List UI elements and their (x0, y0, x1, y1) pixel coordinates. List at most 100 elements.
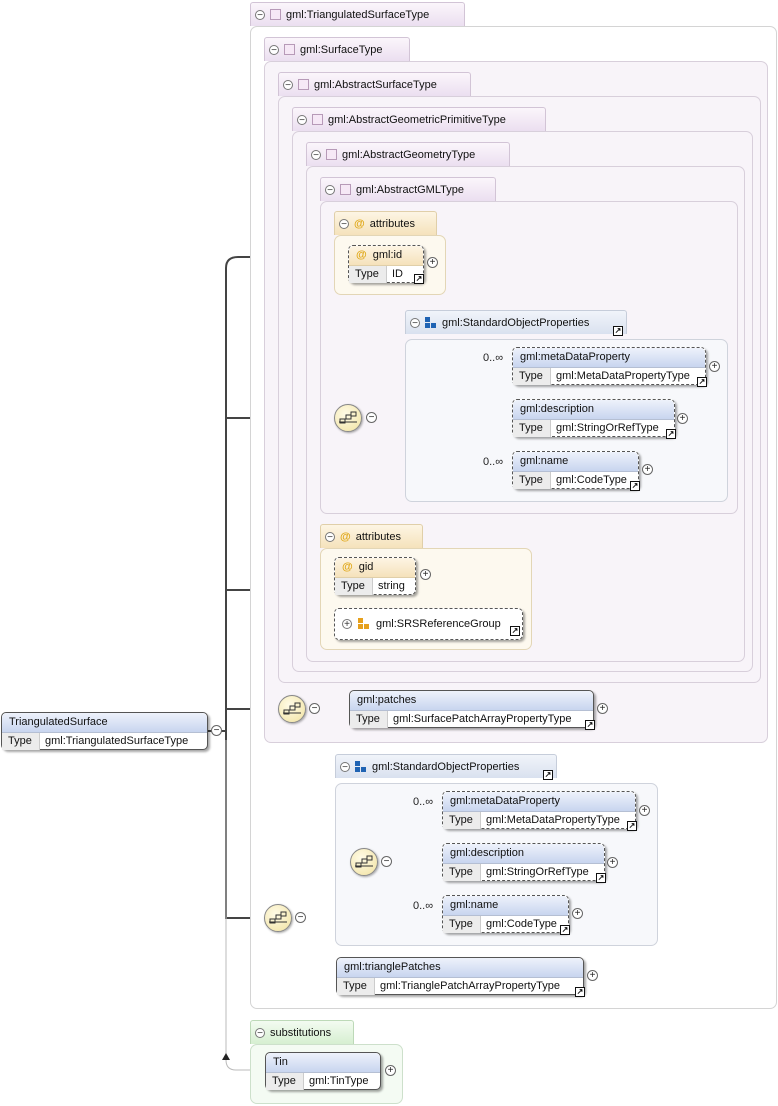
tab-attributes-2[interactable]: −@attributes (320, 524, 423, 548)
expand-icon[interactable]: + (385, 1065, 396, 1076)
type-label: gml:SurfaceType (300, 43, 383, 56)
tab-abstract-surface-type[interactable]: − gml:AbstractSurfaceType (278, 72, 471, 96)
tab-standard-object-properties-1[interactable]: − gml:StandardObjectProperties (405, 310, 627, 334)
type-label: gml:TriangulatedSurfaceType (286, 8, 430, 21)
collapse-icon[interactable]: − (340, 761, 350, 772)
collapse-icon[interactable]: − (311, 149, 321, 160)
element-type: gml:StringOrRefType (486, 866, 589, 878)
expand-icon[interactable]: + (587, 970, 598, 981)
collapse-icon[interactable]: − (309, 703, 320, 714)
collapse-icon[interactable]: − (325, 184, 335, 195)
reference-arrow-icon[interactable]: ↗ (414, 274, 424, 284)
collapse-icon[interactable]: − (366, 412, 377, 423)
group-icon (355, 760, 367, 773)
element-name: gml:metaDataProperty (443, 792, 635, 812)
attribute-name: gml:id (372, 249, 403, 261)
expand-icon[interactable]: + (639, 805, 650, 816)
occurrence-label: 0..∞ (483, 456, 504, 468)
reference-arrow-icon[interactable]: ↗ (510, 626, 520, 636)
tab-standard-object-properties-2[interactable]: − gml:StandardObjectProperties (335, 754, 557, 778)
reference-arrow-icon[interactable]: ↗ (630, 481, 640, 491)
group-name: gml:SRSReferenceGroup (376, 618, 501, 630)
expand-icon[interactable]: + (607, 857, 618, 868)
tab-triangulated-surface-type[interactable]: − gml:TriangulatedSurfaceType (250, 2, 465, 26)
expand-icon[interactable]: + (597, 703, 608, 714)
attributes-label: attributes (355, 530, 401, 543)
type-label: gml:AbstractGeometricPrimitiveType (328, 113, 506, 126)
element-name: Tin (266, 1053, 380, 1073)
sequence-icon[interactable] (264, 904, 292, 932)
occurrence-label: 0..∞ (483, 352, 504, 364)
element-type: gml:CodeType (486, 918, 557, 930)
element-name: gml:trianglePatches (337, 958, 583, 978)
sequence-icon[interactable] (350, 848, 378, 876)
type-label: gml:AbstractSurfaceType (314, 78, 437, 91)
element-name: TriangulatedSurface (2, 713, 207, 733)
substitutions-label: substitutions (270, 1026, 332, 1039)
tab-abstract-gml-type[interactable]: −gml:AbstractGMLType (320, 177, 496, 201)
attribute-name: gid (358, 561, 374, 573)
reference-arrow-icon[interactable]: ↗ (585, 720, 595, 730)
collapse-icon[interactable]: − (295, 912, 306, 923)
expand-icon[interactable]: + (427, 257, 438, 268)
reference-arrow-icon[interactable]: ↗ (543, 770, 553, 780)
tab-abstract-geometric-primitive-type[interactable]: − gml:AbstractGeometricPrimitiveType (292, 107, 546, 131)
collapse-icon[interactable]: − (381, 856, 392, 867)
tab-surface-type[interactable]: − gml:SurfaceType (264, 37, 410, 61)
collapse-icon[interactable]: − (283, 79, 293, 90)
expand-icon[interactable]: + (677, 413, 688, 424)
reference-arrow-icon[interactable]: ↗ (560, 925, 570, 935)
reference-arrow-icon[interactable]: ↗ (627, 821, 637, 831)
occurrence-label: 0..∞ (413, 900, 434, 912)
reference-arrow-icon[interactable]: ↗ (596, 873, 606, 883)
collapse-icon[interactable]: − (325, 531, 335, 542)
element-name: gml:description (513, 400, 674, 420)
tab-abstract-geometry-type[interactable]: −gml:AbstractGeometryType (306, 142, 510, 166)
element-triangle-patches[interactable]: gml:trianglePatches Type gml:TrianglePatc… (336, 957, 584, 995)
element-type: gml:CodeType (556, 474, 627, 486)
tab-substitutions[interactable]: −substitutions (250, 1020, 354, 1044)
collapse-icon[interactable]: − (211, 725, 222, 736)
expand-icon[interactable]: + (709, 361, 720, 372)
sequence-icon[interactable] (278, 695, 306, 723)
collapse-icon[interactable]: − (269, 44, 279, 55)
collapse-icon[interactable]: − (410, 317, 420, 328)
expand-icon[interactable]: + (342, 619, 352, 630)
reference-arrow-icon[interactable]: ↗ (575, 987, 585, 997)
expand-icon[interactable]: + (642, 464, 653, 475)
attribute-group-icon (358, 618, 370, 630)
complex-type-icon (270, 9, 281, 20)
expand-icon[interactable]: + (572, 908, 583, 919)
type-key: Type (337, 978, 375, 995)
reference-arrow-icon[interactable]: ↗ (697, 377, 707, 387)
element-type: gml:TinType (309, 1075, 369, 1087)
type-key: Type (335, 578, 373, 595)
type-key: Type (513, 472, 551, 489)
attribute-icon: @ (354, 217, 365, 230)
tab-attributes-1[interactable]: −@attributes (334, 211, 437, 235)
reference-arrow-icon[interactable]: ↗ (666, 429, 676, 439)
expand-icon[interactable]: + (420, 569, 431, 580)
reference-arrow-icon[interactable]: ↗ (613, 326, 623, 336)
complex-type-icon (340, 184, 351, 195)
collapse-icon[interactable]: − (297, 114, 307, 125)
sequence-icon[interactable] (334, 404, 362, 432)
collapse-icon[interactable]: − (255, 9, 265, 20)
type-key: Type (349, 266, 387, 283)
element-type: gml:StringOrRefType (556, 422, 659, 434)
element-type: gml:TrianglePatchArrayPropertyType (380, 980, 560, 992)
collapse-icon[interactable]: − (255, 1027, 265, 1038)
collapse-icon[interactable]: − (339, 218, 349, 229)
attribute-group-srs-reference[interactable]: + gml:SRSReferenceGroup (334, 608, 523, 640)
